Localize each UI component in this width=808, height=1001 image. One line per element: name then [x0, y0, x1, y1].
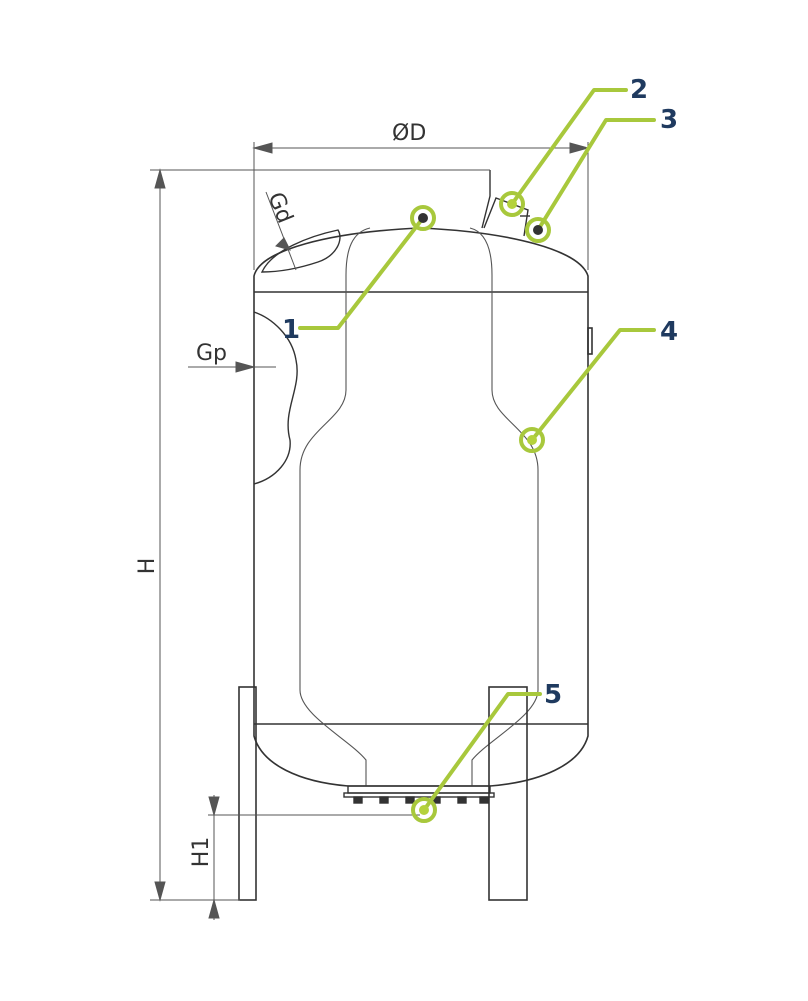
side-gap-label: Gp: [196, 341, 227, 366]
flange-bolt: [379, 796, 389, 804]
height-arrow-bottom: [154, 881, 166, 902]
side-fitting: [587, 327, 593, 355]
diameter-arrow-left: [252, 142, 273, 154]
callout-4-marker: [519, 427, 545, 453]
leg-height-label: H1: [189, 837, 214, 868]
callout-5-leader: [422, 692, 542, 812]
callout-2-marker: [499, 191, 525, 217]
flange-bolt: [405, 796, 415, 804]
callout-3-leader: [536, 118, 656, 232]
flange-bolt: [457, 796, 467, 804]
height-arrow-top: [154, 168, 166, 189]
right-leg: [488, 686, 528, 901]
callout-5-number: 5: [544, 680, 562, 710]
callout-1-leader: [298, 216, 425, 330]
left-leg: [238, 686, 257, 901]
top-cutaway: [260, 229, 341, 273]
callout-2-number: 2: [630, 75, 648, 105]
gp-arrow: [235, 361, 256, 373]
flange-bolt: [479, 796, 489, 804]
bladder-outline: [299, 227, 539, 786]
cutaway-sections: [253, 229, 341, 485]
callout-4-number: 4: [660, 317, 678, 347]
callouts: [298, 88, 656, 823]
callout-1-marker: [410, 205, 436, 231]
tank-bottom-dome: [253, 724, 589, 787]
callout-3-number: 3: [660, 105, 678, 135]
flange-bolt: [353, 796, 363, 804]
callout-4-leader: [530, 328, 656, 442]
tank-top-dome: [253, 227, 589, 292]
side-cutaway: [253, 311, 298, 485]
leg-height-arrow-top: [208, 796, 220, 817]
callout-dots: [418, 199, 543, 815]
callout-1-number: 1: [282, 315, 300, 345]
tank-body: [253, 227, 593, 787]
leg-height-arrow-bottom: [208, 898, 220, 919]
gd-leader: [265, 191, 297, 271]
diameter-arrow-right: [569, 142, 590, 154]
diameter-label: ØD: [392, 121, 426, 146]
callout-2-leader: [510, 88, 628, 206]
height-label: H: [135, 558, 160, 575]
callout-5-marker: [411, 797, 437, 823]
gd-arrow: [275, 237, 291, 251]
dimension-lines: [150, 142, 590, 920]
top-gap-label: Gd: [262, 189, 297, 227]
inner-bladder: [299, 227, 539, 786]
callout-3-marker: [525, 217, 551, 243]
bottom-flange: [343, 785, 495, 804]
